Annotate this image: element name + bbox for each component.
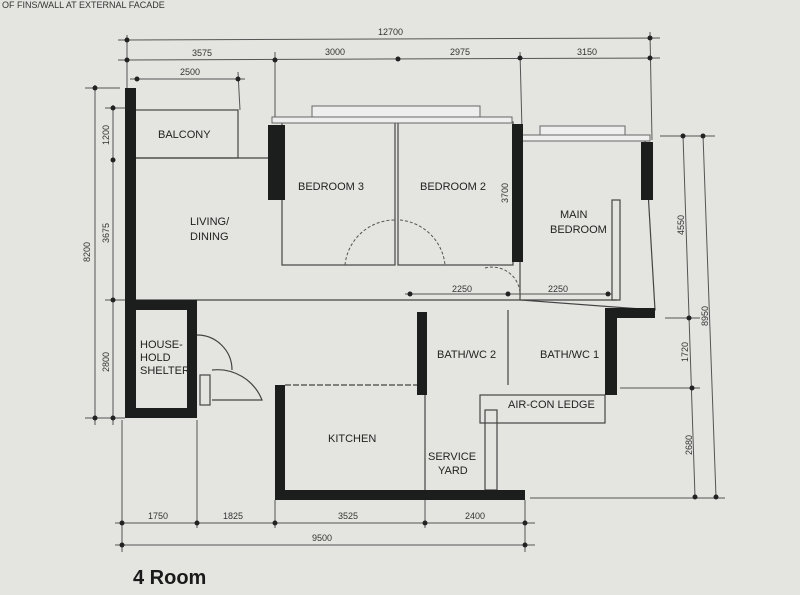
dim-top: 3575 — [192, 48, 212, 58]
doors — [196, 219, 521, 406]
label-living-dining: LIVING/ — [190, 216, 230, 228]
dim-left-total: 8200 — [82, 242, 92, 262]
label-aircon-ledge: AIR-CON LEDGE — [508, 399, 595, 411]
label-bedroom-3: BEDROOM 3 — [298, 181, 364, 193]
dim-bottom: 2400 — [465, 511, 485, 521]
dim-right: 1720 — [680, 342, 690, 362]
dim-left: 3675 — [101, 223, 111, 243]
dim-bath-width: 2250 — [548, 284, 568, 294]
dim-right: 2680 — [684, 435, 694, 455]
room-labels: BALCONY LIVING/ DINING BEDROOM 3 BEDROOM… — [140, 129, 612, 477]
label-service-yard: YARD — [438, 465, 468, 477]
label-bath-wc-2: BATH/WC 2 — [437, 349, 496, 361]
dim-top-total: 12700 — [378, 27, 403, 37]
bottom-dimensions: 1750 1825 3525 2400 9500 — [115, 420, 535, 552]
label-household-shelter: SHELTER — [140, 365, 190, 377]
label-bath-wc-1: BATH/WC 1 — [540, 349, 599, 361]
label-household-shelter: HOLD — [140, 352, 171, 364]
label-service-yard: SERVICE — [428, 451, 476, 463]
dim-top: 2975 — [450, 47, 470, 57]
dim-right-total: 8950 — [700, 306, 710, 326]
label-main-bedroom: MAIN — [560, 209, 588, 221]
plan-title: 4 Room — [133, 567, 206, 589]
dim-left: 2800 — [101, 352, 111, 372]
dim-bottom: 1825 — [223, 511, 243, 521]
dim-bottom: 3525 — [338, 511, 358, 521]
label-main-bedroom: BEDROOM — [550, 224, 607, 236]
dim-top: 3150 — [577, 47, 597, 57]
dim-bedroom-2-depth: 3700 — [500, 183, 510, 203]
dim-bottom-total: 9500 — [312, 533, 332, 543]
label-kitchen: KITCHEN — [328, 433, 376, 445]
dim-right: 4550 — [676, 215, 686, 235]
top-dimensions: 12700 3575 3000 2975 3150 2500 — [117, 27, 661, 141]
dim-top: 3000 — [325, 47, 345, 57]
label-bedroom-2: BEDROOM 2 — [420, 181, 486, 193]
dim-balcony-width: 2500 — [180, 67, 200, 77]
label-household-shelter: HOUSE- — [140, 339, 183, 351]
dim-bath-width: 2250 — [452, 284, 472, 294]
dim-bottom: 1750 — [148, 511, 168, 521]
right-dimensions: 4550 8950 1720 2680 — [530, 133, 725, 500]
room-outlines — [130, 109, 656, 491]
windows — [271, 105, 651, 142]
header-note: OF FINS/WALL AT EXTERNAL FACADE — [2, 0, 165, 10]
dim-left: 1200 — [101, 125, 111, 145]
label-living-dining: DINING — [190, 231, 229, 243]
walls — [125, 88, 655, 500]
label-balcony: BALCONY — [158, 129, 211, 141]
